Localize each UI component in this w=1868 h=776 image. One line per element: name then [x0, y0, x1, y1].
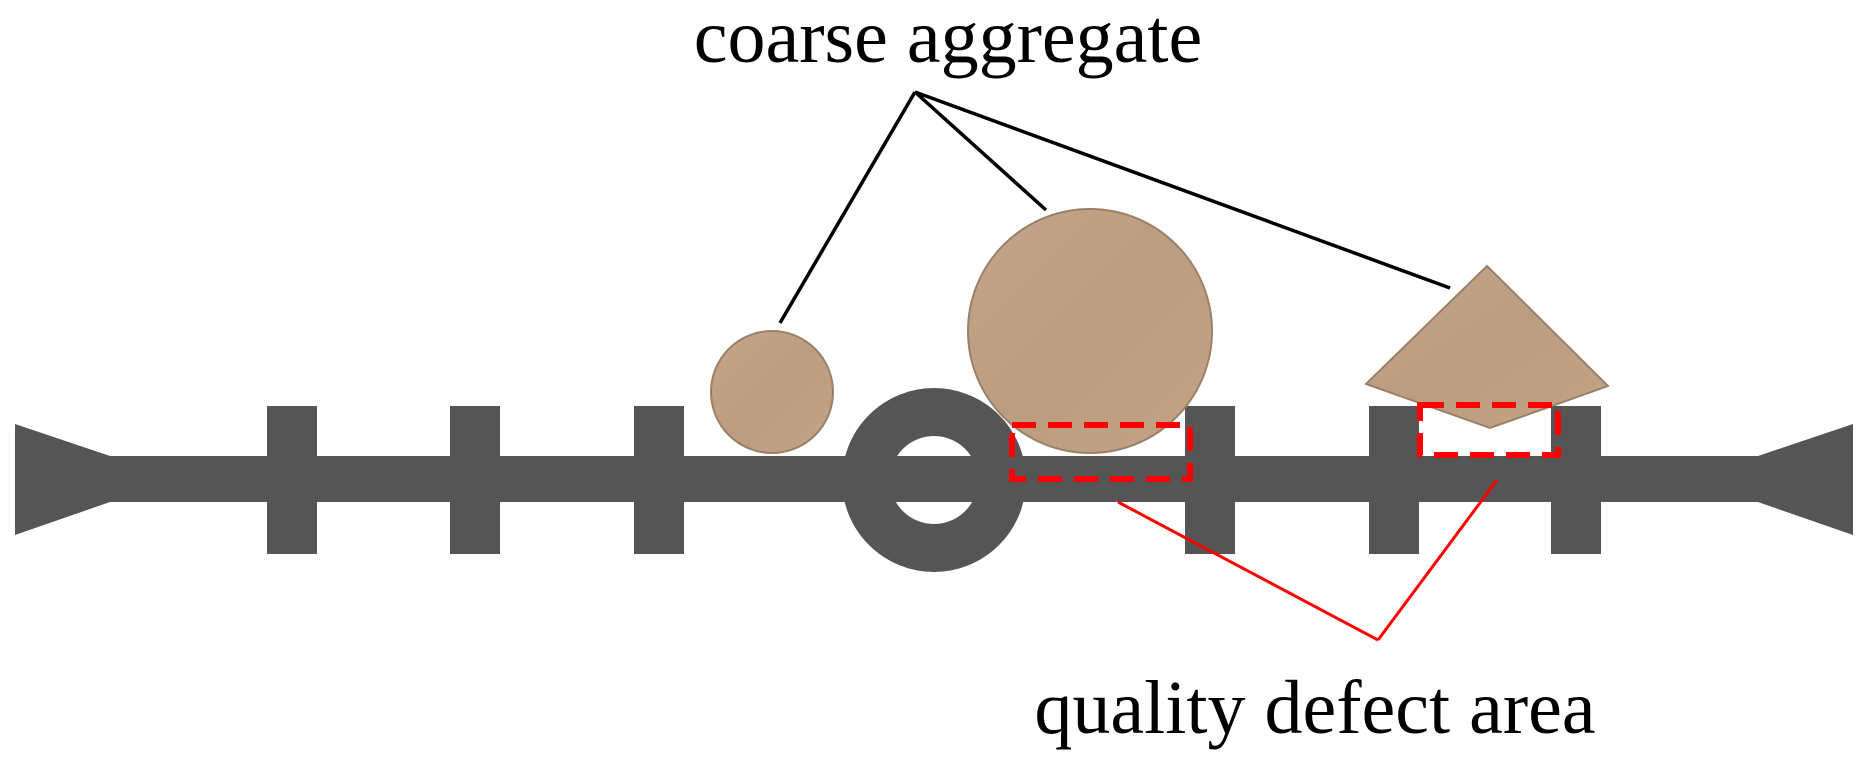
defect-areas — [1009, 402, 1561, 482]
defect-box-right — [1417, 402, 1561, 458]
aggregate-leader-lines — [778, 90, 1451, 324]
rebar-rib — [1185, 406, 1235, 554]
rebar-rib — [450, 406, 500, 554]
quality-defect-area-label: quality defect area — [1034, 666, 1595, 750]
coarse-aggregate-label: coarse aggregate — [694, 0, 1202, 79]
coarse-aggregates — [710, 208, 1610, 454]
leader-line-large-circle — [913, 90, 1048, 212]
aggregate-small-circle — [710, 330, 834, 454]
defect-box-left — [1009, 422, 1193, 482]
rebar-main-bar — [100, 456, 1770, 502]
defect-leader-left — [1117, 500, 1379, 642]
defect-leader-lines — [1117, 479, 1499, 642]
rebar-rib — [634, 406, 684, 554]
rebar-ring — [842, 388, 1026, 572]
aggregate-diamond — [1364, 264, 1610, 430]
leader-line-small-circle — [778, 91, 917, 324]
rebar — [15, 388, 1853, 572]
aggregate-large-circle — [967, 208, 1213, 454]
leader-line-diamond — [914, 90, 1451, 290]
rebar-rib — [1369, 406, 1419, 554]
rebar-rib — [267, 406, 317, 554]
defect-leader-right — [1376, 479, 1499, 641]
rebar-left-arrowhead — [15, 424, 110, 535]
rebar-right-arrowhead — [1758, 424, 1853, 535]
